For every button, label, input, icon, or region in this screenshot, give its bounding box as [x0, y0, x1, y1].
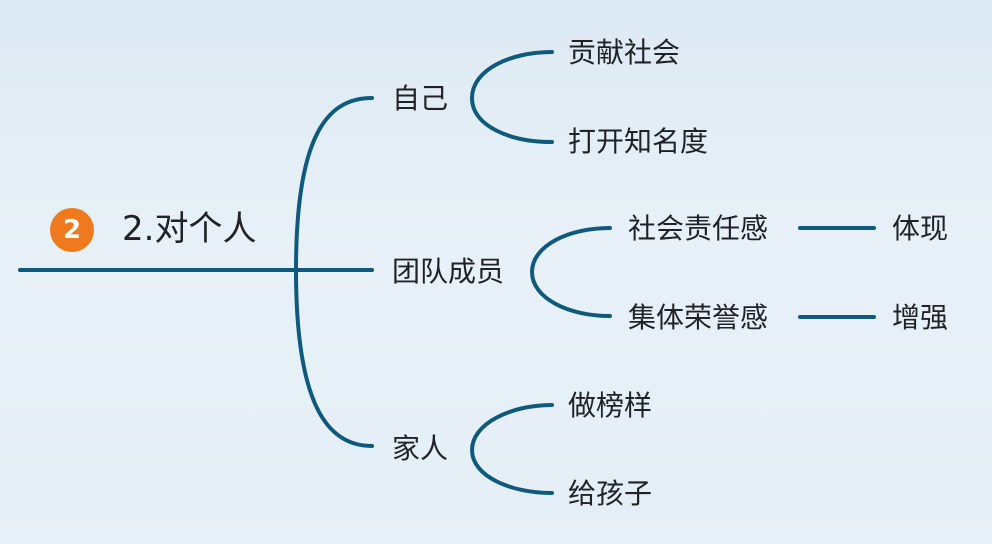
- main-bracket-top: [294, 96, 374, 272]
- bracket-team: [529, 226, 612, 318]
- bracket-self: [469, 50, 554, 144]
- branch-family: 家人: [392, 432, 449, 465]
- node-enhance: 增强: [892, 301, 949, 334]
- node-raise-awareness: 打开知名度: [568, 125, 709, 158]
- background-band: [0, 518, 992, 544]
- bracket-family: [469, 403, 554, 495]
- node-contribute-society: 贡献社会: [568, 36, 681, 69]
- node-embody: 体现: [892, 212, 949, 245]
- node-role-model: 做榜样: [568, 389, 653, 422]
- number-badge: 2: [50, 208, 94, 252]
- branch-team-members: 团队成员: [392, 255, 505, 288]
- branch-self: 自己: [392, 82, 449, 115]
- node-social-responsibility: 社会责任感: [628, 212, 769, 245]
- root-title: 2.对个人: [122, 209, 257, 249]
- main-bracket-bottom: [294, 268, 374, 448]
- node-for-children: 给孩子: [568, 477, 653, 510]
- node-collective-honor: 集体荣誉感: [628, 301, 769, 334]
